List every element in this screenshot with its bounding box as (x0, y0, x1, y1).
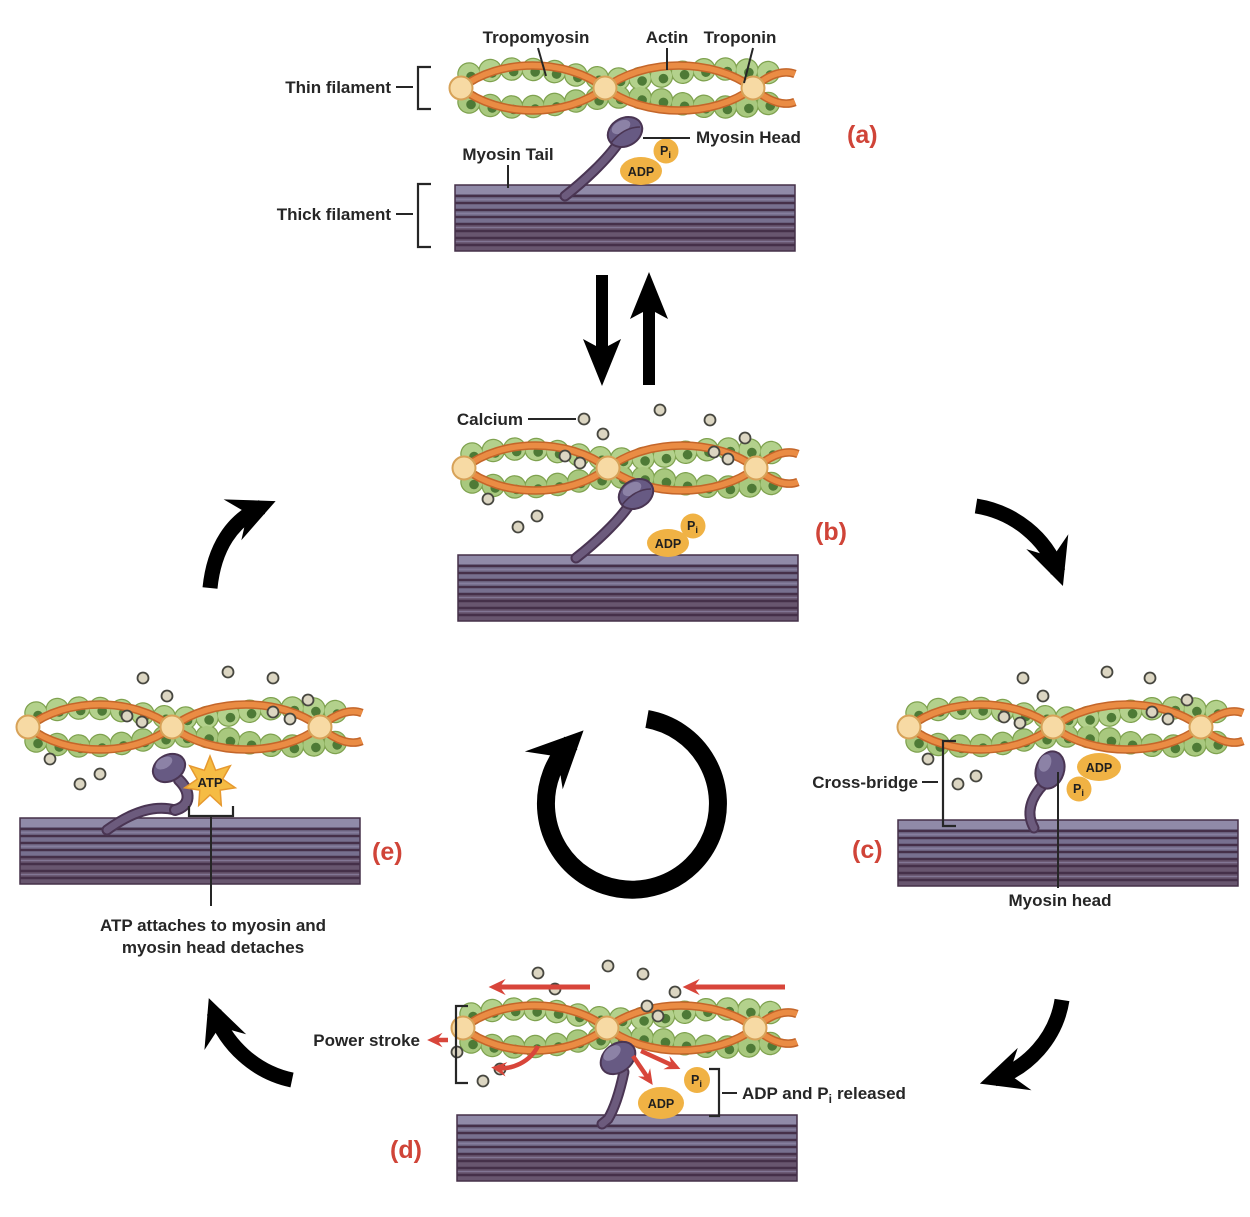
myosin-head-label: Myosin head (1009, 891, 1112, 910)
head-pivot-arrow-icon (491, 1044, 541, 1077)
released-bracket (709, 1067, 721, 1118)
thick-filament-graphic (896, 818, 1240, 888)
pi-label: Pi (660, 144, 671, 161)
atp-caption-line1: ATP attaches to myosin and (100, 916, 326, 935)
pi-label: Pi (1073, 782, 1084, 799)
arrow-d-to-e-icon (204, 998, 294, 1088)
arrow-c-to-d-icon (979, 998, 1070, 1091)
arrow-e-to-a-icon (202, 499, 276, 589)
power-stroke-label: Power stroke (313, 1031, 420, 1050)
arrow-b-to-c-icon (974, 498, 1069, 587)
tropomyosin-label: Tropomyosin (483, 28, 590, 47)
thin-filament-label: Thin filament (285, 78, 391, 97)
atp-label: ATP (197, 775, 222, 790)
adp-release-arrow-icon (631, 1054, 653, 1086)
thick-filament-bracket (416, 182, 431, 249)
calcium-label: Calcium (457, 410, 523, 429)
panel-e: ATP ATP attaches to myosin and myosin he… (17, 665, 403, 957)
cross-bridge-bracket (941, 739, 956, 828)
thin-filament-bracket (416, 65, 431, 111)
panel-b: ADP Pi Calcium (b) (453, 403, 847, 623)
thin-filament-graphic (450, 66, 796, 111)
pi-molecule (1066, 776, 1092, 802)
thick-filament-graphic (18, 816, 362, 886)
pi-molecule (684, 1067, 710, 1093)
troponin-label: Troponin (704, 28, 777, 47)
adp-label: ADP (655, 537, 681, 551)
panel-b-tag: (b) (815, 518, 847, 546)
tropomyosin-leader-line (537, 47, 547, 77)
adp-molecule (647, 529, 689, 557)
panel-e-tag: (e) (372, 838, 403, 866)
atp-bracket (187, 806, 235, 818)
pi-release-arrow-icon (640, 1048, 681, 1070)
panel-a: ADP Pi Tropomyosin Actin Troponin Thin f… (277, 28, 878, 253)
pi-label: Pi (691, 1073, 702, 1090)
panel-a-tag: (a) (847, 121, 878, 149)
thick-filament-graphic (453, 183, 797, 253)
myosin-molecule (1030, 748, 1069, 828)
adp-label: ADP (1086, 761, 1112, 775)
adp-molecule (638, 1087, 684, 1119)
pi-molecule (680, 513, 706, 539)
thick-filament-label: Thick filament (277, 205, 392, 224)
cycle-arrows (202, 498, 1070, 1091)
panel-c-tag: (c) (852, 836, 883, 864)
cross-bridge-label: Cross-bridge (812, 773, 918, 792)
adp-label: ADP (648, 1097, 674, 1111)
panel-d-tag: (d) (390, 1136, 422, 1164)
myosin-tail-label: Myosin Tail (462, 145, 553, 164)
actin-label: Actin (646, 28, 689, 47)
thin-filament-graphic (17, 705, 363, 750)
equilibrium-arrows (583, 272, 668, 386)
cycle-circle-arrow-icon (524, 710, 727, 899)
adp-molecule (1077, 753, 1121, 781)
power-stroke-bracket (454, 1004, 468, 1085)
pi-label: Pi (687, 519, 698, 536)
myosin-head-label: Myosin Head (696, 128, 801, 147)
thick-filament-graphic (455, 1113, 799, 1183)
thick-filament-graphic (456, 553, 800, 623)
up-arrow-icon (630, 272, 668, 385)
adp-molecule (620, 157, 662, 185)
atp-caption-line2: myosin head detaches (122, 938, 304, 957)
troponin-leader-line (743, 47, 754, 84)
pi-molecule (653, 138, 679, 164)
down-arrow-icon (583, 275, 621, 386)
thin-filament-graphic (898, 705, 1244, 750)
panel-c: ADP Pi Cross-bridge Myosin head (c) (812, 665, 1244, 910)
adp-label: ADP (628, 165, 654, 179)
